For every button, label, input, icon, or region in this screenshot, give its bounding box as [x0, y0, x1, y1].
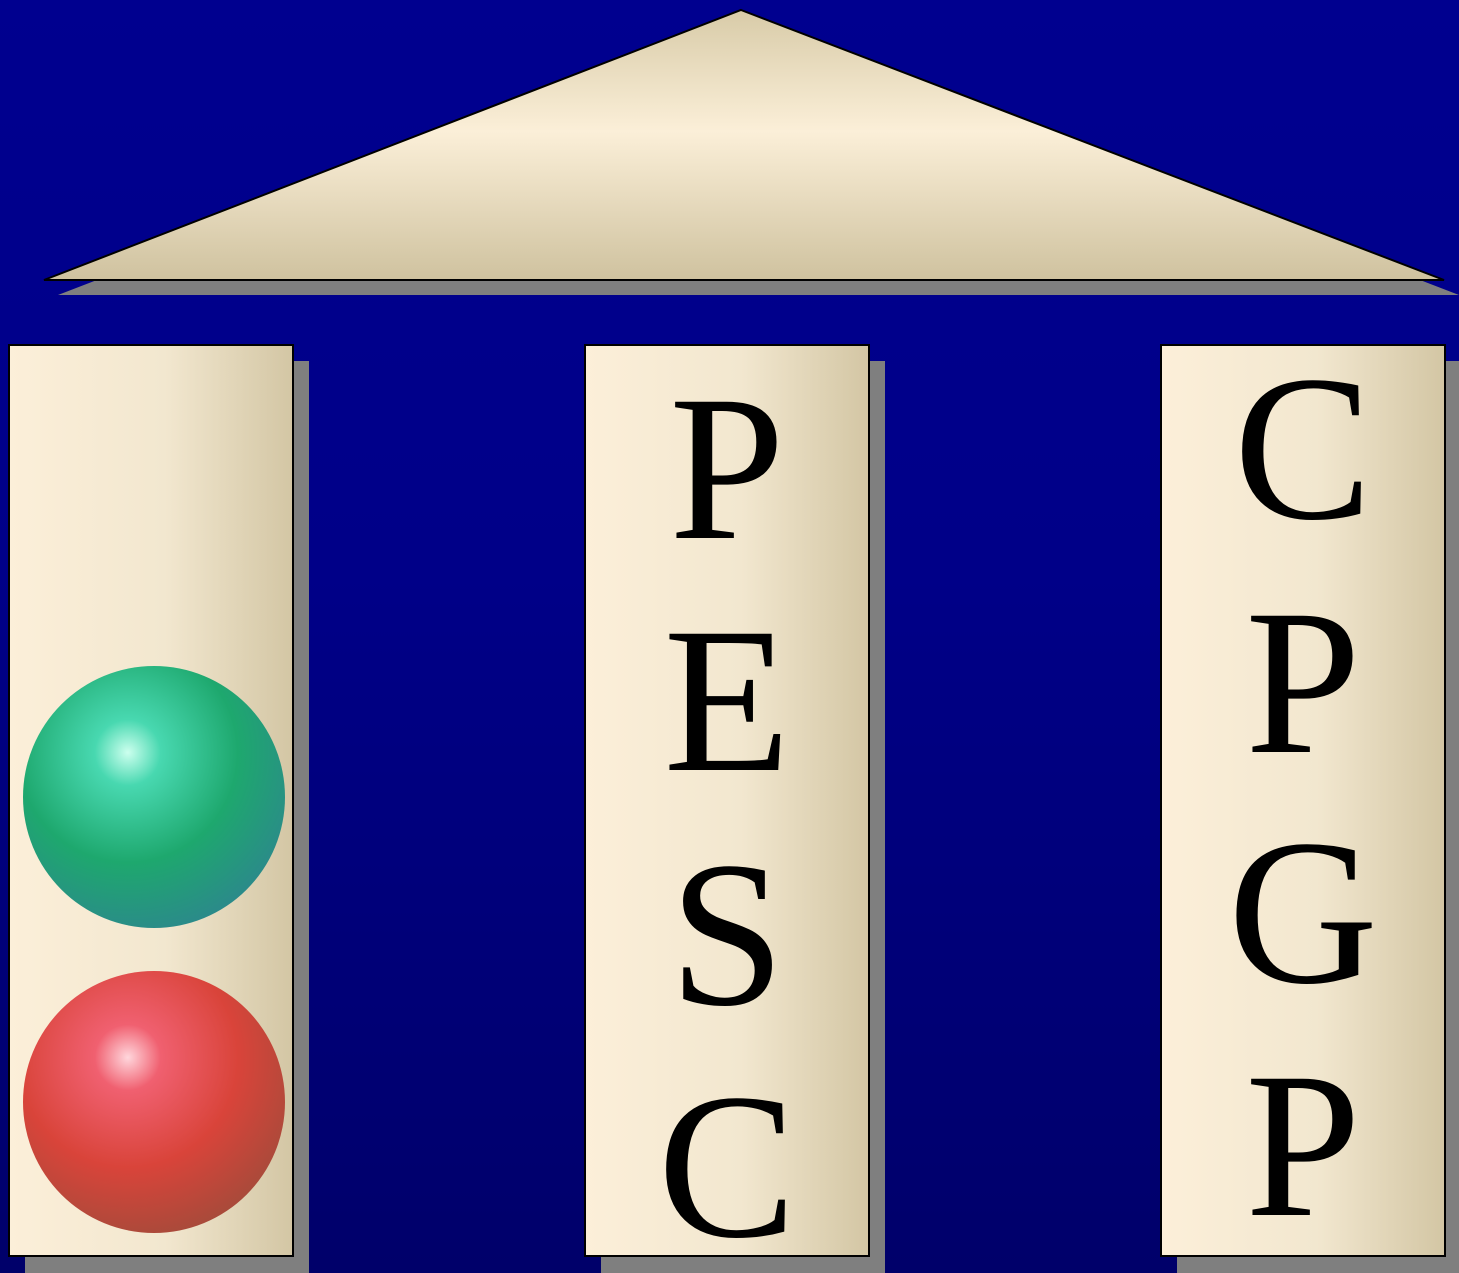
roof	[44, 10, 1459, 295]
center-letter-4: C	[658, 1051, 797, 1273]
right-letter-4: P	[1245, 1030, 1361, 1260]
right-letter-1: C	[1234, 333, 1373, 563]
red-sphere-icon	[23, 971, 285, 1233]
right-letter-3: G	[1228, 797, 1378, 1027]
left-pillar	[9, 345, 309, 1273]
center-pillar: P E S C	[585, 345, 885, 1273]
roof-pediment	[44, 10, 1444, 280]
green-sphere-icon	[23, 666, 285, 928]
center-letter-2: E	[663, 585, 790, 815]
right-pillar: C P G P	[1161, 333, 1459, 1273]
right-letter-2: P	[1245, 567, 1361, 797]
center-letter-3: S	[669, 819, 785, 1049]
center-letter-1: P	[669, 353, 785, 583]
